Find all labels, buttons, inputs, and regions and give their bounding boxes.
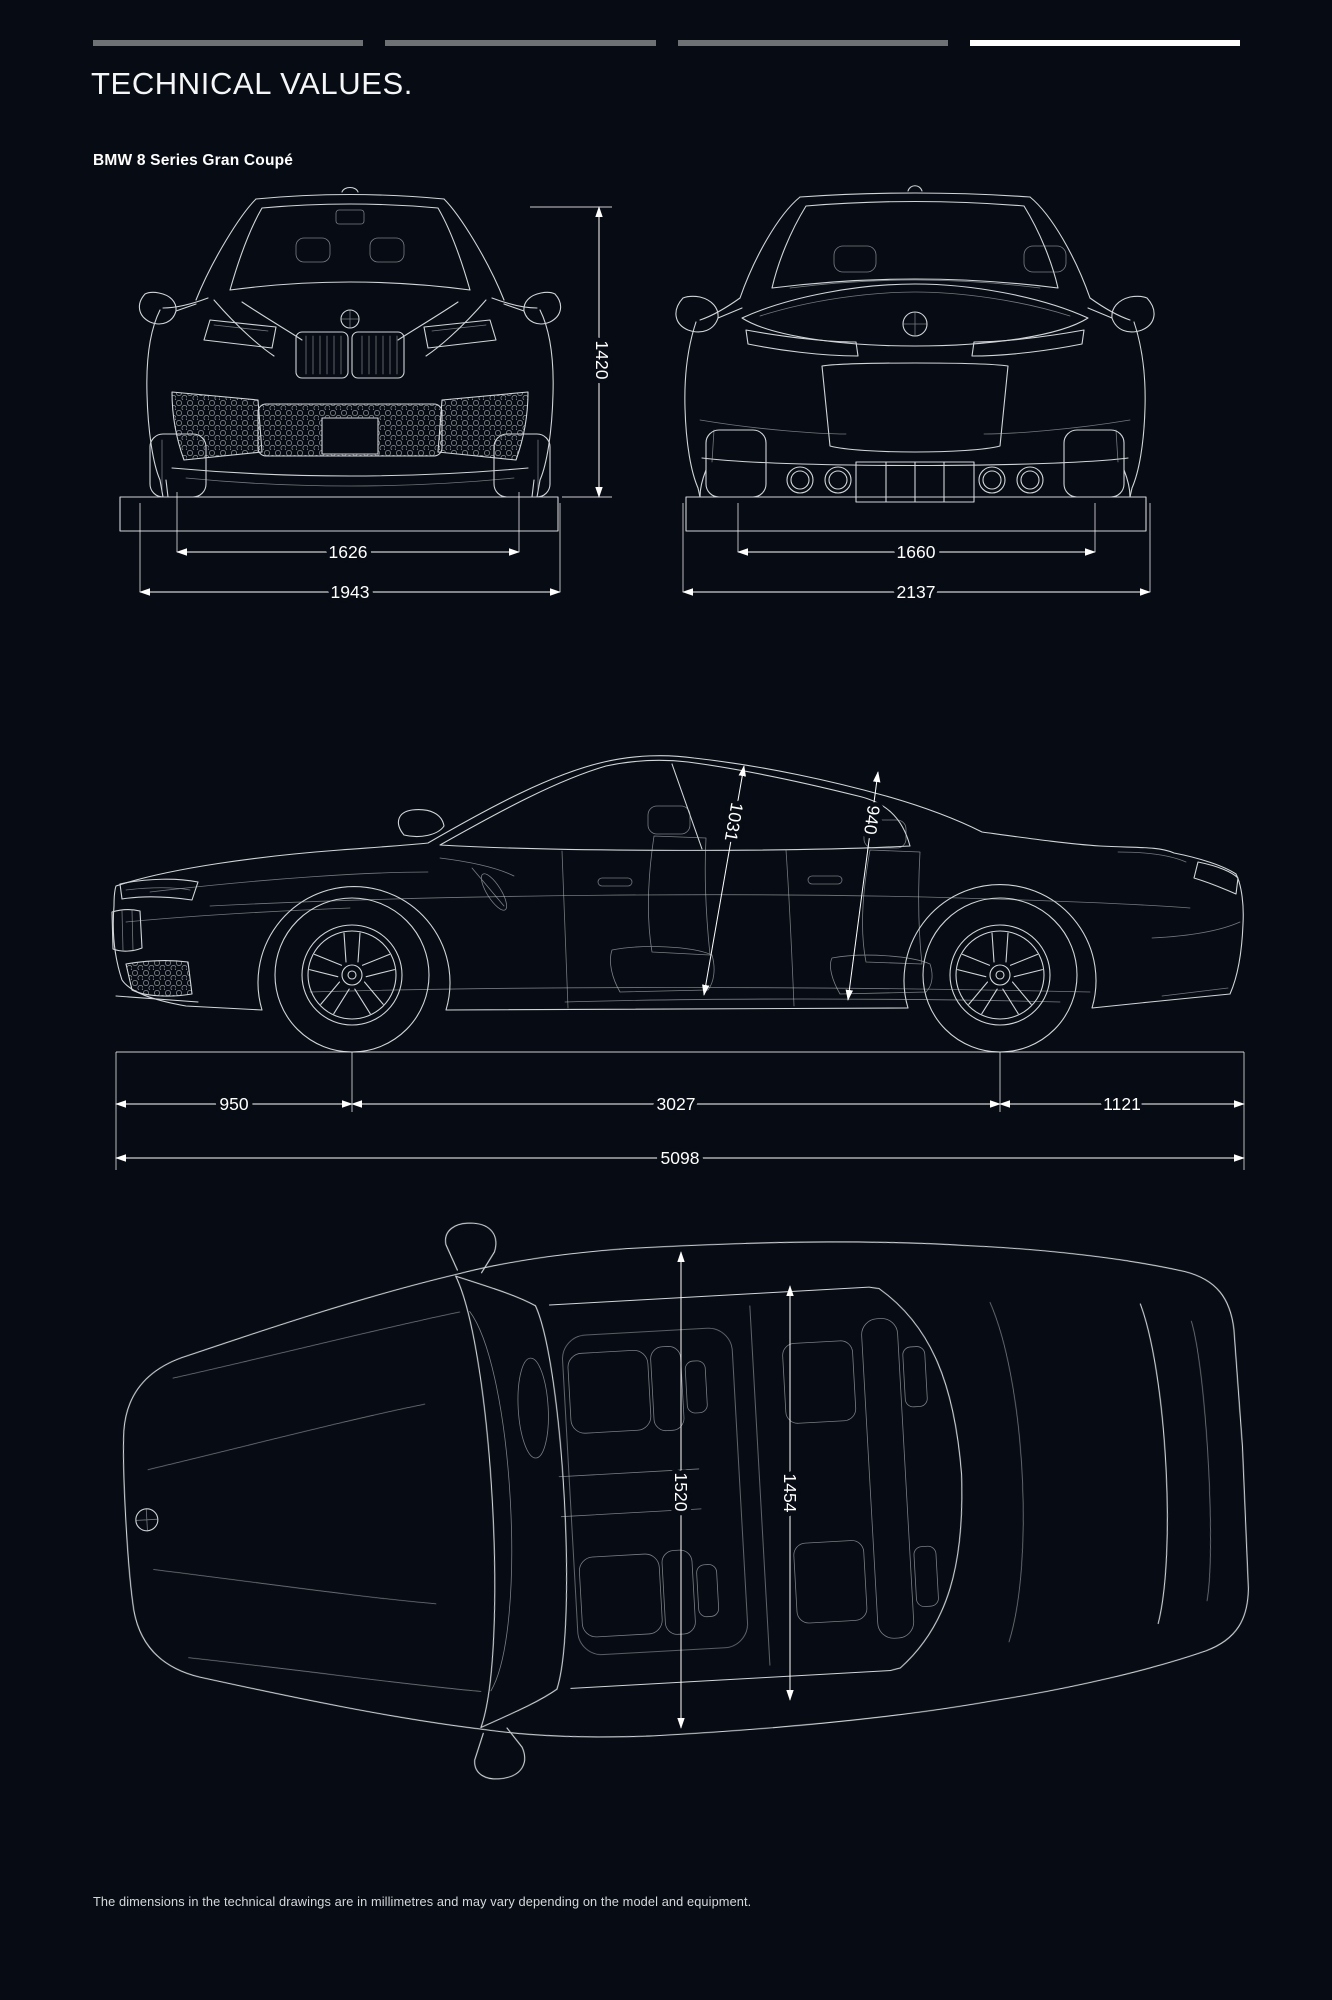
footnote: The dimensions in the technical drawings…: [93, 1894, 752, 1909]
dim-overhang-rear: 1121: [1103, 1094, 1141, 1114]
top-view-drawing: [122, 1222, 1249, 1780]
dim-top-width-rear: 1454: [780, 1474, 800, 1513]
dim-rear-width-outer: 2137: [897, 582, 936, 602]
rear-view-drawing: [675, 185, 1155, 532]
dim-headroom-front: 1031: [721, 801, 747, 843]
dim-rear-width-inner: 1660: [897, 542, 936, 562]
side-dimensions: 950 3027 1121 5098: [115, 1051, 1245, 1173]
dim-front-width-inner: 1626: [329, 542, 368, 562]
model-name: BMW 8 Series Gran Coupé: [93, 152, 294, 169]
dim-top-width-front: 1520: [671, 1473, 691, 1512]
dim-length: 5098: [661, 1148, 700, 1168]
page-indicator-2: [385, 40, 656, 46]
top-dimensions: 1520 1454: [667, 1251, 805, 1729]
side-view-drawing: 1031 940: [111, 755, 1244, 1053]
dim-overhang-front: 950: [219, 1094, 248, 1114]
dim-wheelbase: 3027: [657, 1094, 696, 1114]
front-rear-dimensions: 1420 1626 1943 1660 2137: [139, 206, 1151, 607]
front-wheel: [274, 897, 430, 1053]
rear-wheel: [922, 897, 1078, 1053]
page-indicator-1: [93, 40, 364, 46]
bmw-roundel-front: [340, 309, 360, 329]
bmw-roundel-top: [135, 1508, 159, 1532]
page-indicator-3: [677, 40, 948, 46]
dim-front-height: 1420: [592, 341, 612, 380]
page-indicator-4-active: [969, 40, 1240, 46]
page-progress: [93, 40, 1240, 47]
dim-headroom-rear: 940: [860, 804, 884, 836]
dim-front-width-outer: 1943: [331, 582, 370, 602]
front-view-drawing: [119, 186, 562, 532]
bmw-roundel-rear: [902, 311, 928, 337]
page-title: TECHNICAL VALUES.: [91, 66, 414, 101]
